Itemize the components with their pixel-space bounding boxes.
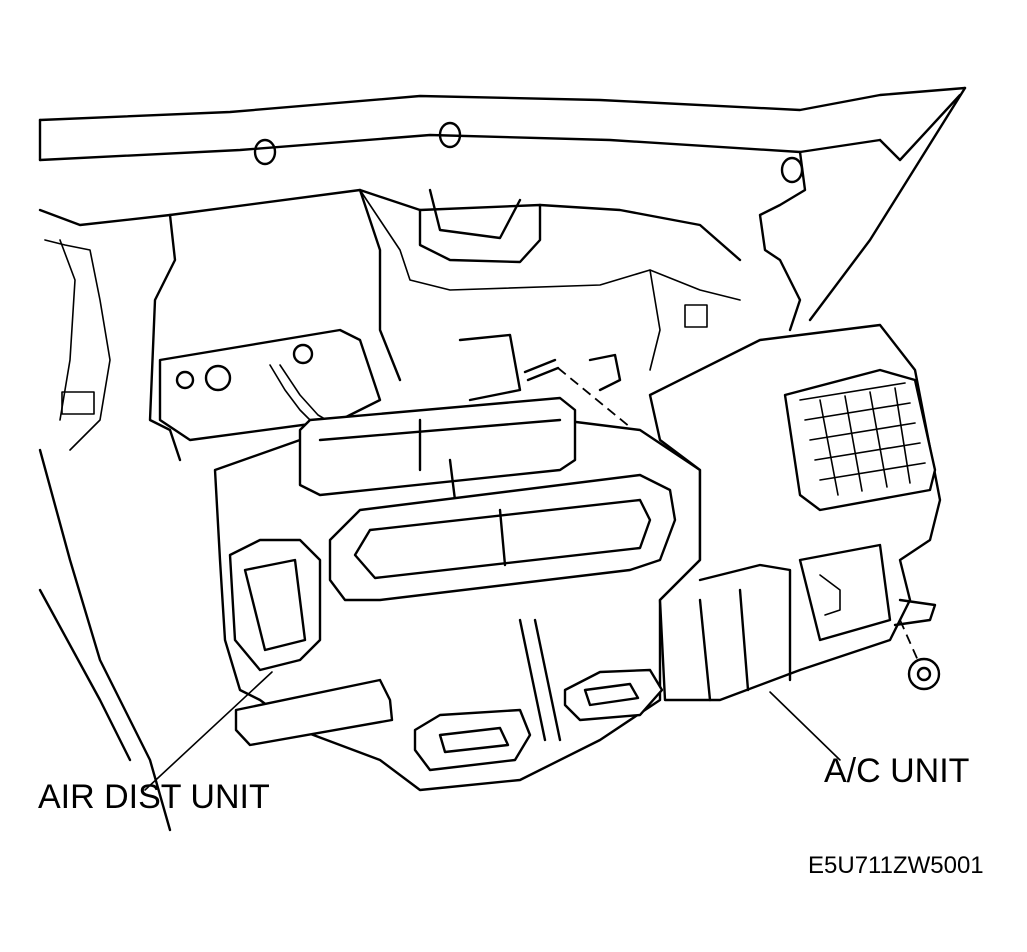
ac-unit [648,323,942,702]
label-air-dist-unit: AIR DIST UNIT [38,778,270,816]
figure-code: E5U711ZW5001 [808,852,984,879]
leader-line-air-dist [144,671,273,791]
floor-panel [158,328,622,442]
air-dist-unit [213,396,702,792]
dashboard-frame [38,86,967,832]
mounting-stud [523,358,921,666]
fastener-nut [907,657,941,691]
leader-line-ac-unit [769,691,841,761]
label-ac-unit: A/C UNIT [824,752,970,790]
